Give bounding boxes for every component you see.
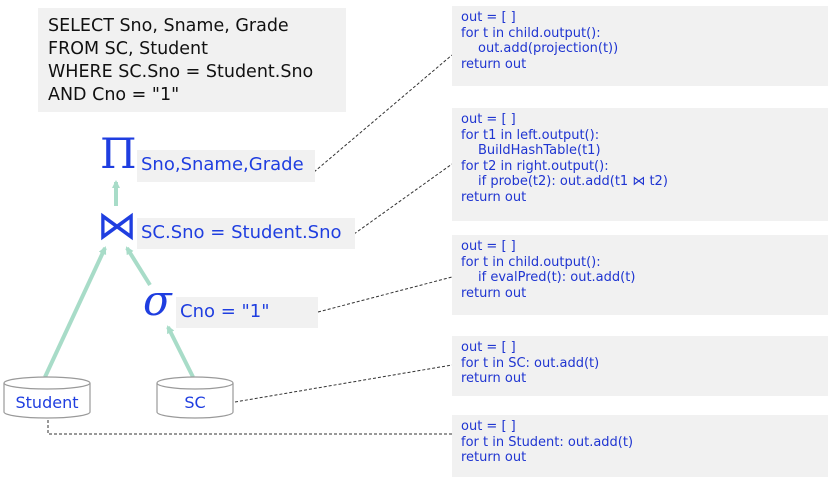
code-line: out = [ ] [461,340,516,355]
connector-join [353,163,453,235]
code-line: return out [461,189,527,205]
selection-symbol: σ [143,276,172,325]
code-line: out.add(projection(t)) [478,41,619,57]
projection-symbol: Π [100,129,137,178]
code-line: out = [ ] [461,10,516,25]
student-table-cylinder [3,376,91,419]
connector-scan-student [47,420,452,435]
edge-sc-to-selection [166,325,195,378]
code-block-projection: out = [ ] for t in child.output(): out.a… [452,6,828,86]
sql-query-box: SELECT Sno, Sname, Grade FROM SC, Studen… [38,8,346,112]
code-line: if probe(t2): out.add(t1 ⋈ t2) [478,174,668,190]
code-line: for t1 in left.output(): [461,127,600,143]
connector-scan-sc [234,364,453,403]
code-line: BuildHashTable(t1) [478,143,601,159]
code-block-join: out = [ ] for t1 in left.output(): Build… [452,108,828,221]
student-table-label: Student [15,393,79,412]
code-line: return out [461,56,527,72]
code-line: for t in Student: out.add(t) [461,434,634,450]
code-line: for t in SC: out.add(t) [461,355,600,371]
join-symbol: ⋈ [97,203,137,249]
sql-line: WHERE SC.Sno = Student.Sno [48,62,314,82]
code-line: out = [ ] [461,419,516,434]
code-line: for t in child.output(): [461,254,601,270]
edge-student-to-join [43,246,107,378]
code-line: if evalPred(t): out.add(t) [478,270,636,286]
code-line: out = [ ] [461,239,516,254]
sc-table-label: SC [184,393,206,412]
sql-line: SELECT Sno, Sname, Grade [48,16,289,36]
code-line: return out [461,371,527,387]
code-block-scan-sc: out = [ ] for t in SC: out.add(t) return… [452,336,828,396]
code-line: for t in child.output(): [461,25,601,41]
join-label: SC.Sno = Student.Sno [137,218,355,249]
selection-label: Cno = "1" [176,297,318,328]
code-block-scan-student: out = [ ] for t in Student: out.add(t) r… [452,415,828,477]
edge-selection-to-join [125,246,152,287]
connector-selection [317,276,453,313]
sql-line: AND Cno = "1" [48,85,180,105]
code-line: for t2 in right.output(): [461,158,609,174]
sc-table-cylinder [156,376,234,419]
connector-projection [313,54,453,173]
code-block-selection: out = [ ] for t in child.output(): if ev… [452,235,828,315]
code-line: out = [ ] [461,112,516,127]
code-line: return out [461,450,527,466]
sql-line: FROM SC, Student [48,39,209,59]
projection-label: Sno,Sname,Grade [137,150,315,182]
code-line: return out [461,285,527,301]
